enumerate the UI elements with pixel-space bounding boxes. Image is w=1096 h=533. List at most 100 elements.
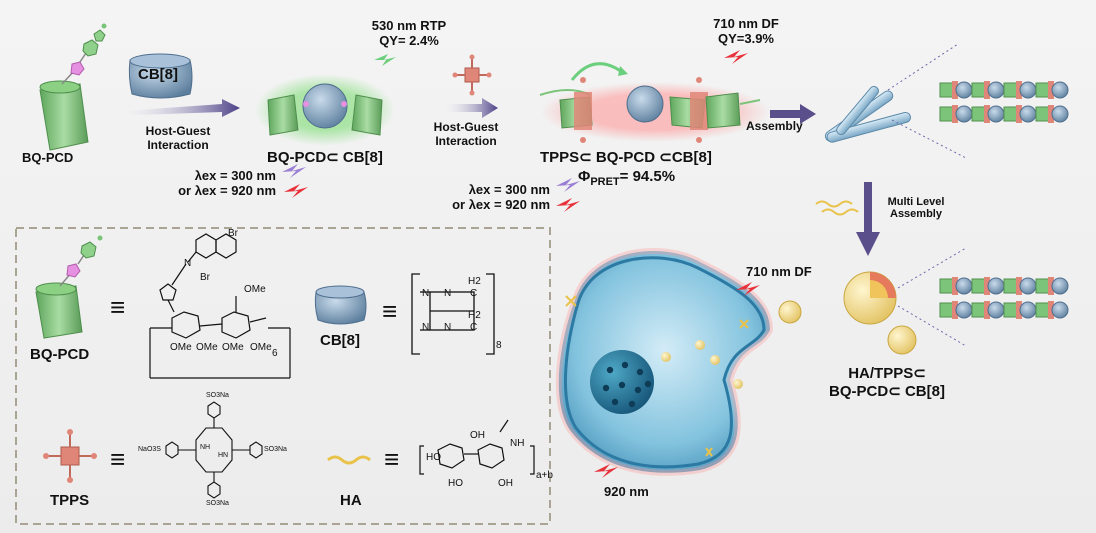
red-emission-icon-top bbox=[724, 50, 748, 64]
cb8-atom-n3: N bbox=[444, 288, 452, 299]
zoom-line-1 bbox=[887, 43, 959, 91]
nucleus-pore bbox=[611, 398, 619, 406]
assembly-arrow bbox=[770, 104, 816, 124]
nucleus-pore bbox=[628, 400, 636, 408]
chain-unit bbox=[1003, 277, 1037, 295]
cell-920-label: 920 nm bbox=[604, 484, 649, 499]
nucleus-pore bbox=[602, 384, 610, 392]
interaction-text-1: Interaction bbox=[147, 138, 209, 152]
ha-squiggle-icon bbox=[815, 200, 859, 216]
ha-structure bbox=[419, 419, 535, 475]
cell-df-label: 710 nm DF bbox=[746, 264, 812, 279]
nucleus-pore bbox=[606, 366, 614, 374]
ha-atom-ho1: HO bbox=[426, 452, 441, 463]
final-line1: HA/TPPS⊂ bbox=[848, 365, 926, 382]
laser-icons-left bbox=[282, 164, 308, 198]
zoomed-assembly-bottom bbox=[939, 277, 1069, 319]
chain-unit bbox=[971, 277, 1005, 295]
legend-tpps-icon bbox=[43, 429, 97, 483]
nanorods bbox=[824, 86, 911, 143]
excitation2-line1: λex = 300 nm bbox=[468, 182, 550, 197]
nucleus-pore bbox=[636, 368, 644, 376]
host-guest-label-1: Host-Guest Interaction bbox=[140, 124, 216, 152]
cb8-label-top: CB[8] bbox=[138, 66, 178, 83]
ha-atom-ho2: HO bbox=[448, 478, 463, 489]
legend-bqpcd-molecule bbox=[35, 235, 103, 339]
host-guest-label-2: Host-Guest Interaction bbox=[424, 120, 508, 148]
cb8-atom-c2: C bbox=[470, 322, 478, 333]
pret-label: ΦPRET= 94.5% bbox=[578, 168, 675, 188]
bqpcd-structure bbox=[149, 233, 291, 379]
host-guest-arrow-1 bbox=[110, 99, 240, 117]
chain-unit bbox=[939, 81, 973, 99]
equiv-1: ≡ bbox=[110, 292, 126, 322]
zoom-line-2 bbox=[891, 119, 967, 159]
laser-icons-middle bbox=[556, 178, 580, 212]
interaction-text-2: Interaction bbox=[435, 134, 497, 148]
zoomed-assembly-top bbox=[939, 81, 1069, 123]
cb8-atom-n2: N bbox=[422, 322, 430, 333]
tpps-structure bbox=[165, 401, 263, 499]
rtp-label: 530 nm RTP QY= 2.4% bbox=[364, 18, 454, 48]
atom-ome-1: OMe bbox=[244, 284, 266, 295]
legend-bqpcd-label: BQ-PCD bbox=[30, 346, 90, 363]
nucleus-pore bbox=[621, 361, 629, 369]
nucleus-pore bbox=[644, 380, 652, 388]
cb8-atom-h2b: H2 bbox=[468, 310, 481, 321]
pret-symbol: Φ bbox=[578, 168, 591, 185]
cb8-atom-h2a: H2 bbox=[468, 276, 481, 287]
cb8-structure bbox=[411, 273, 495, 355]
tpps-so3na-left: NaO3S bbox=[138, 446, 161, 453]
atom-br-top: Br bbox=[228, 228, 238, 239]
chain-unit bbox=[939, 301, 973, 319]
chain-unit bbox=[1035, 81, 1069, 99]
excitation1-line2: or λex = 920 nm bbox=[178, 183, 276, 198]
subscript-6: 6 bbox=[272, 348, 278, 359]
excitation2-line2: or λex = 920 nm bbox=[452, 197, 550, 212]
core-shell-nanoparticle bbox=[843, 271, 917, 355]
host-guest-text-2: Host-Guest bbox=[433, 120, 499, 134]
multi-level-line2: Assembly bbox=[890, 208, 942, 220]
legend-box bbox=[15, 227, 551, 525]
rtp-line2: QY= 2.4% bbox=[379, 33, 439, 48]
chain-unit bbox=[971, 301, 1005, 319]
tpps-so3na-right: SO3Na bbox=[264, 446, 287, 453]
legend-ha-icon bbox=[327, 455, 371, 465]
legend-ha-label: HA bbox=[340, 492, 362, 509]
ha-subscript-ab: a+b bbox=[536, 470, 553, 481]
cb8-atom-n1: N bbox=[422, 288, 430, 299]
host-guest-text-1: Host-Guest bbox=[145, 124, 211, 138]
zoom-line-4 bbox=[897, 305, 967, 347]
atom-ome-2: OMe bbox=[170, 342, 192, 353]
cb8-atom-c1: C bbox=[470, 288, 478, 299]
legend-cb8-barrel bbox=[314, 285, 367, 325]
atom-ome-3: OMe bbox=[196, 342, 218, 353]
chain-unit bbox=[1035, 301, 1069, 319]
multi-level-arrow bbox=[856, 182, 880, 256]
assembly-label: Assembly bbox=[746, 119, 803, 133]
chain-unit bbox=[1035, 277, 1069, 295]
pret-value: = 94.5% bbox=[619, 168, 676, 185]
rtp-line1: 530 nm RTP bbox=[371, 18, 447, 33]
cb8-barrel-top bbox=[128, 53, 193, 99]
atom-ome-5: OMe bbox=[250, 342, 272, 353]
chain-unit bbox=[939, 105, 973, 123]
atom-br-minus: Br bbox=[200, 272, 210, 283]
host-guest-arrow-2 bbox=[440, 98, 498, 118]
red-laser-cell-top bbox=[736, 282, 760, 296]
nucleus-pore bbox=[634, 386, 642, 394]
tpps-icon-top bbox=[452, 54, 492, 96]
chain-unit bbox=[971, 105, 1005, 123]
df-top-line1: 710 nm DF bbox=[713, 16, 779, 31]
complex2-label: TPPS⊂ BQ-PCD ⊂CB[8] bbox=[540, 149, 712, 166]
legend-tpps-label: TPPS bbox=[50, 492, 90, 509]
tpps-nh-2: HN bbox=[218, 452, 229, 459]
complex2-graphic bbox=[539, 62, 770, 143]
chain-unit bbox=[1003, 81, 1037, 99]
atom-n-plus: N bbox=[184, 258, 192, 269]
zoom-line-3 bbox=[897, 247, 967, 289]
chain-unit bbox=[1003, 301, 1037, 319]
df-top-line2: QY=3.9% bbox=[717, 31, 774, 46]
